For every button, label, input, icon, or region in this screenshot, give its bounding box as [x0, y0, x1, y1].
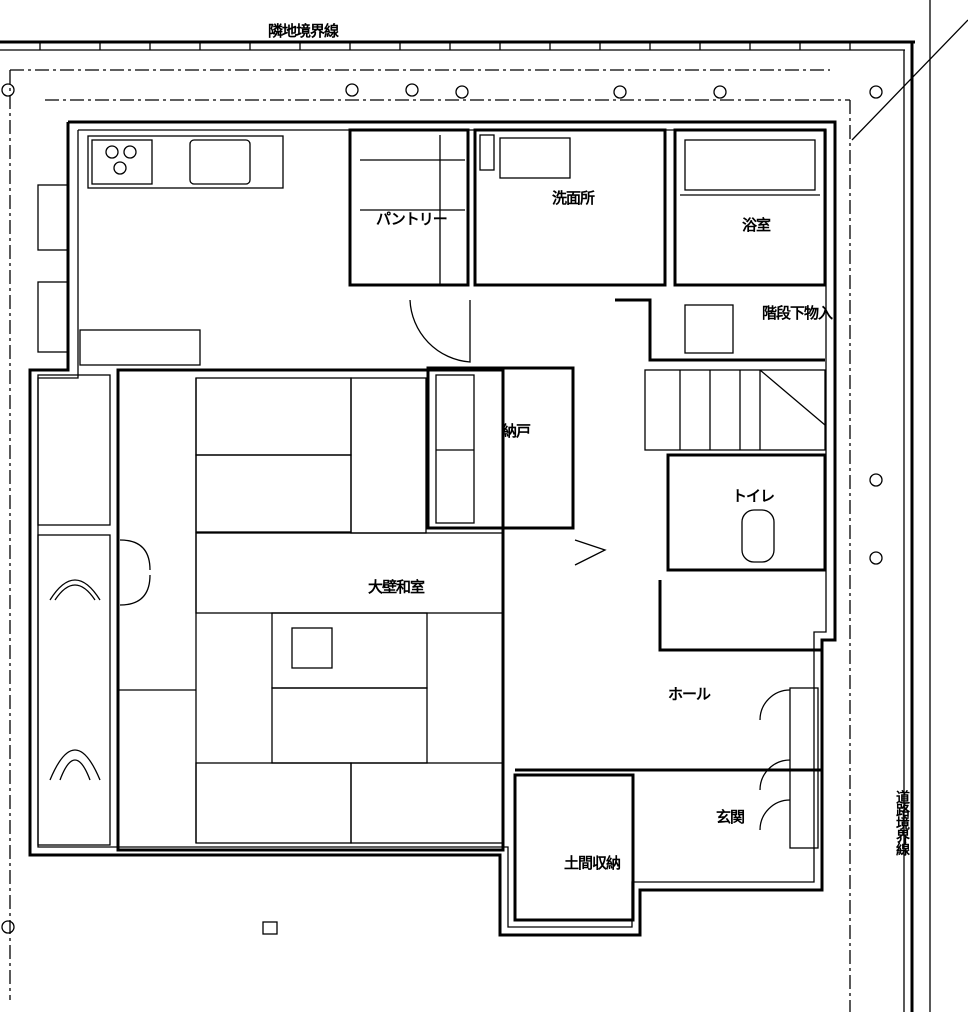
neighbor-boundary-label: 隣地境界線 [268, 22, 339, 40]
neighbor-boundary-line [0, 40, 915, 51]
road-boundary-line [851, 0, 968, 1012]
room-label-closet: 納戸 [502, 422, 531, 440]
toilet-fixture-icon [741, 509, 775, 563]
stove-icon [91, 139, 153, 185]
room-label-pantry: パントリー [376, 210, 448, 228]
room-label-earthen-storage: 土間収納 [564, 854, 621, 872]
entrance-area [513, 580, 822, 922]
kitchen-counter [37, 135, 284, 366]
room-label-washroom: 洗面所 [552, 189, 595, 207]
washroom-room [473, 128, 667, 287]
bathroom-room [673, 128, 827, 287]
room-label-bathroom: 浴室 [742, 216, 771, 234]
grid-mark-icon [262, 921, 278, 935]
toilet-room [666, 453, 827, 572]
room-label-under-stair-storage: 階段下物入 [762, 304, 833, 322]
room-label-japanese-room: 大壁和室 [368, 578, 425, 596]
closet-room [426, 366, 575, 530]
pantry-room [348, 128, 470, 287]
left-storage [37, 374, 111, 846]
door-swing-icon [119, 299, 607, 606]
stairs [615, 298, 826, 451]
room-label-entrance: 玄関 [716, 808, 745, 826]
sink-icon [189, 139, 251, 185]
japanese-room [116, 368, 505, 852]
road-boundary-label: 道路境界線 [894, 790, 910, 855]
room-label-toilet: トイレ [732, 487, 775, 505]
lamp-icon [1, 83, 883, 934]
room-label-hall: ホール [668, 685, 711, 703]
